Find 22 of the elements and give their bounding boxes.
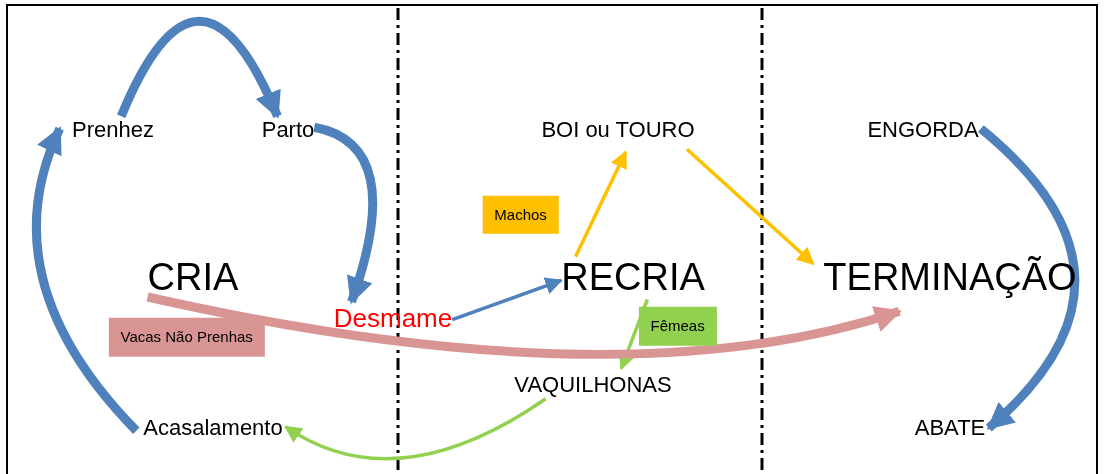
arrow bbox=[284, 397, 547, 461]
arrow bbox=[313, 122, 377, 305]
stage-label: Desmame bbox=[333, 301, 453, 335]
stage-label: ABATE bbox=[914, 414, 986, 442]
arrow bbox=[977, 125, 1080, 432]
stage-label: VAQUILHONAS bbox=[514, 371, 672, 399]
stage-label: ENGORDA bbox=[867, 116, 979, 144]
edge-label: Machos bbox=[482, 195, 559, 234]
arrow bbox=[451, 277, 563, 322]
arrow bbox=[31, 126, 140, 434]
arrow bbox=[574, 150, 628, 258]
arrow bbox=[117, 16, 282, 119]
edge-label: Fêmeas bbox=[638, 307, 717, 346]
stage-label: Acasalamento bbox=[143, 414, 283, 442]
edge-label: Vacas Não Prenhas bbox=[108, 317, 265, 357]
stage-label: CRIA bbox=[147, 254, 239, 302]
arrow bbox=[685, 147, 815, 266]
stage-label: RECRIA bbox=[561, 254, 705, 302]
stage-label: BOI ou TOURO bbox=[541, 116, 695, 144]
stage-label: Prenhez bbox=[72, 116, 154, 144]
stage-label: Parto bbox=[261, 116, 315, 144]
arrow bbox=[146, 292, 902, 359]
